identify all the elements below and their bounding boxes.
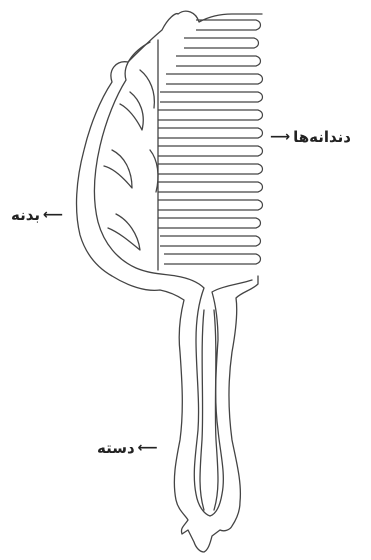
comb-ornament-1: [120, 92, 143, 130]
arrow-right-icon: ⟵: [138, 440, 158, 456]
tooth: [184, 38, 259, 48]
tooth: [196, 20, 261, 30]
label-handle-text: دسته: [94, 439, 138, 457]
label-teeth-text: دندانه‌ها: [290, 128, 354, 146]
tooth: [158, 200, 263, 210]
tooth: [176, 56, 261, 66]
arrow-right-icon: ⟵: [43, 207, 63, 223]
tooth: [166, 74, 263, 84]
tooth: [158, 146, 263, 156]
label-body: ⟵ بدنه: [8, 206, 63, 224]
label-teeth: دندانه‌ها ⟶: [270, 128, 354, 146]
tooth: [158, 164, 263, 174]
tooth: [160, 236, 261, 246]
tooth: [158, 218, 261, 228]
arrow-left-icon: ⟶: [270, 129, 290, 145]
tooth: [158, 182, 263, 192]
comb-teeth: [158, 20, 263, 264]
handle-inner-left: [200, 310, 204, 510]
tooth: [160, 92, 263, 102]
comb-ornament-5: [150, 150, 158, 192]
label-body-text: بدنه: [8, 206, 43, 224]
label-handle: ⟵ دسته: [94, 439, 158, 457]
tooth: [158, 128, 263, 138]
comb-ornament-3: [108, 214, 140, 250]
comb-ornament-2: [104, 150, 132, 188]
comb-ornament-4: [140, 70, 154, 108]
tooth: [158, 110, 263, 120]
tooth: [164, 254, 261, 264]
